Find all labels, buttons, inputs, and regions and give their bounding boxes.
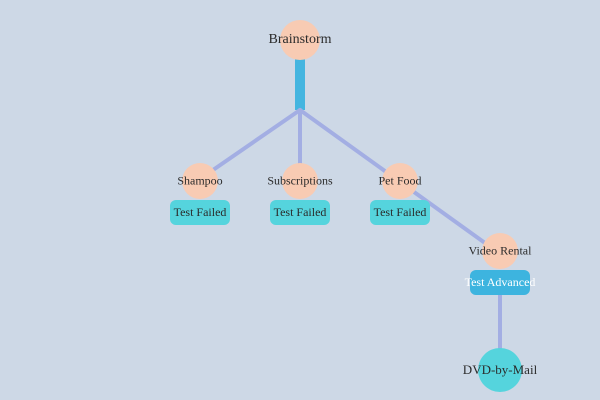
- idea-node-subscriptions[interactable]: [282, 163, 318, 199]
- status-badge-shampoo: Test Failed: [170, 200, 230, 225]
- outcome-label-dvd-by-mail: DVD-by-Mail: [462, 362, 538, 377]
- idea-node-pet-food[interactable]: [382, 163, 418, 199]
- root-node[interactable]: [280, 20, 320, 60]
- idea-node-video-rental[interactable]: [482, 233, 518, 269]
- idea-label-video-rental: Video Rental: [468, 243, 532, 258]
- status-badge-pet-food: Test Failed: [370, 200, 430, 225]
- idea-label-pet-food: Pet Food: [378, 173, 422, 188]
- root-label: Brainstorm: [268, 32, 332, 47]
- idea-label-subscriptions: Subscriptions: [267, 173, 333, 188]
- status-badge-subscriptions: Test Failed: [270, 200, 330, 225]
- root-trunk: [295, 58, 305, 110]
- idea-label-shampoo: Shampoo: [177, 173, 223, 188]
- edge-shampoo: [211, 108, 302, 172]
- status-badge-video-rental: Test Advanced: [465, 270, 535, 295]
- idea-node-shampoo[interactable]: [182, 163, 218, 199]
- outcome-node-dvd-by-mail[interactable]: [478, 348, 522, 392]
